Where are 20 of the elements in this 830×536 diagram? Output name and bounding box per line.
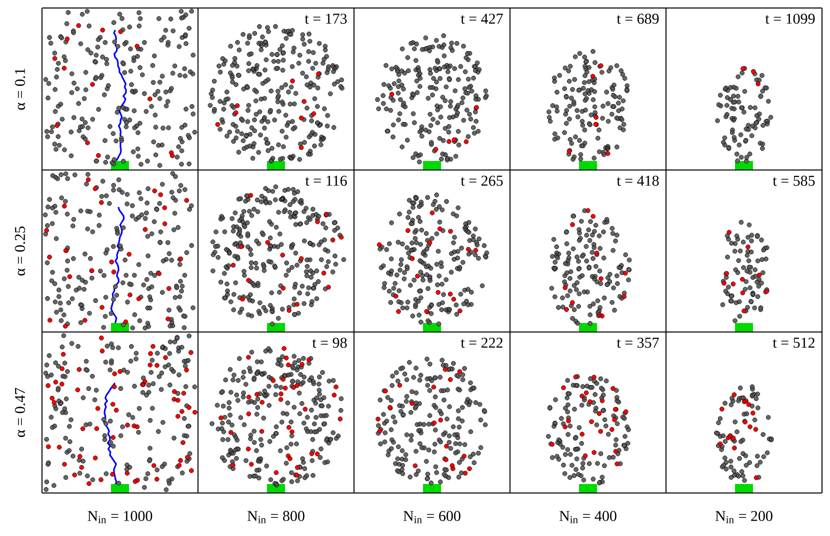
time-label: t = 512: [771, 336, 817, 350]
column-label: N$_{in}$ = 200: [715, 510, 772, 524]
time-label: t = 173: [303, 12, 349, 26]
time-label: t = 418: [615, 174, 661, 188]
time-label: t = 116: [304, 174, 349, 188]
time-label: t = 585: [771, 174, 817, 188]
column-label: N$_{in}$ = 800: [247, 510, 304, 524]
row-label: α = 0.1: [14, 68, 26, 110]
row-label: α = 0.47: [14, 388, 26, 437]
time-label: t = 689: [615, 12, 661, 26]
column-label: N$_{in}$ = 1000: [88, 510, 152, 524]
column-label: N$_{in}$ = 400: [559, 510, 616, 524]
time-label: t = 265: [459, 174, 505, 188]
row-label: α = 0.25: [14, 226, 26, 276]
time-label: t = 1099: [764, 12, 817, 26]
column-label: N$_{in}$ = 600: [403, 510, 460, 524]
time-label: t = 427: [459, 12, 505, 26]
time-label: t = 222: [459, 336, 505, 350]
time-label: t = 98: [310, 336, 349, 350]
time-label: t = 357: [615, 336, 661, 350]
